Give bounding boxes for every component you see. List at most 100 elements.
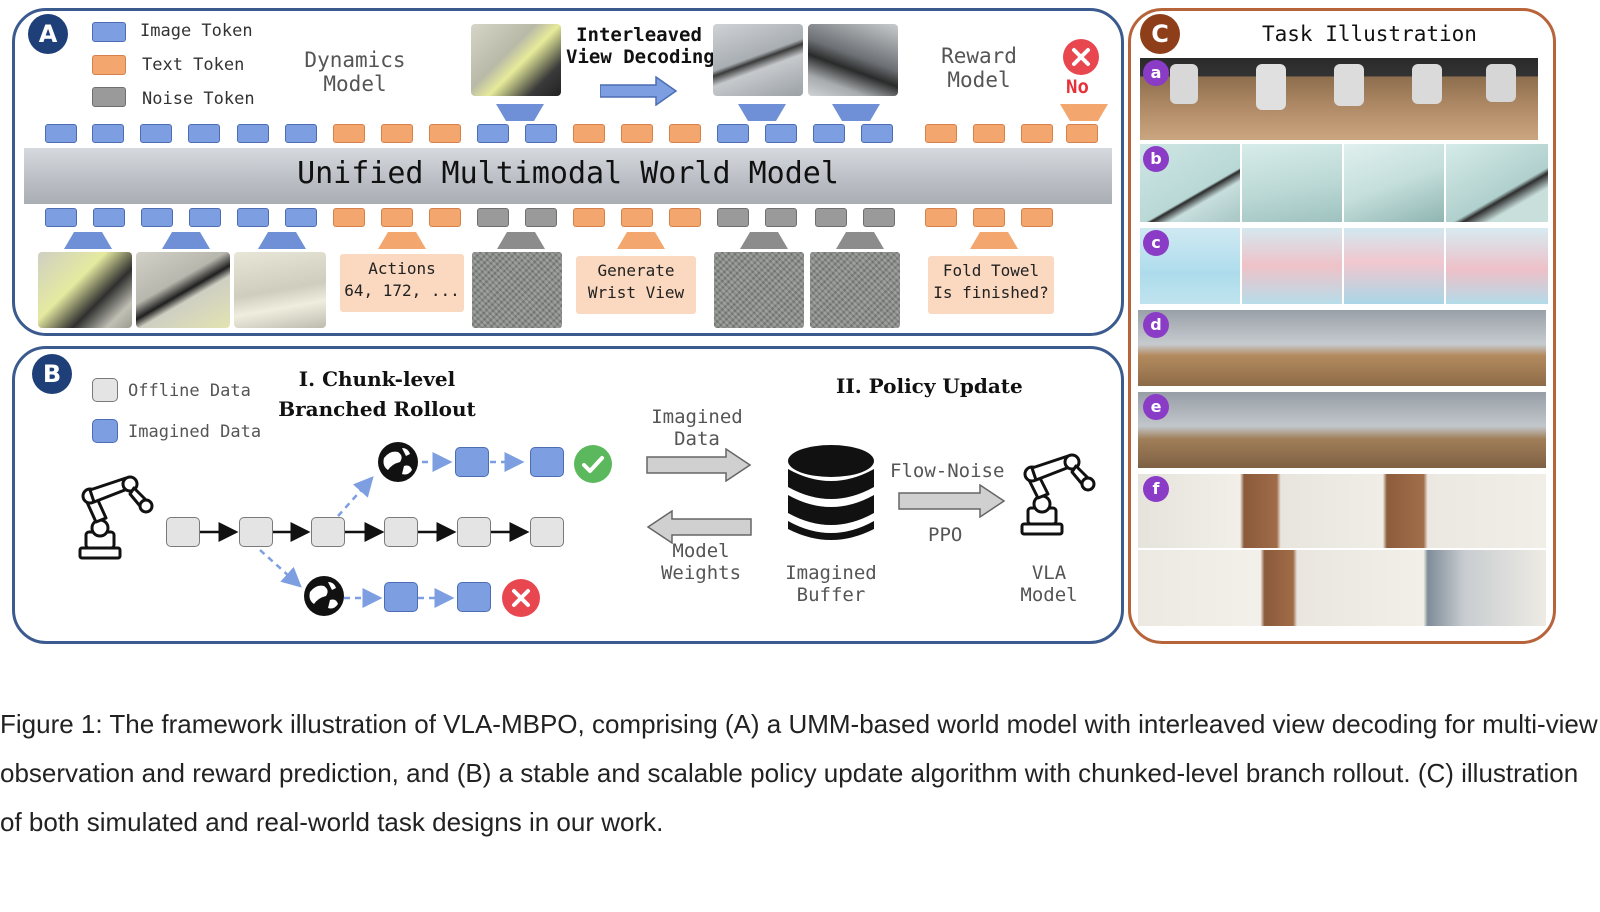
noise-image-3 <box>810 252 900 328</box>
task-letter-c: c <box>1143 230 1169 256</box>
token <box>861 124 893 143</box>
no-label: No <box>1066 76 1089 98</box>
decode-trap-1 <box>496 104 544 121</box>
token <box>573 208 605 227</box>
task-frame <box>1344 144 1444 222</box>
wrist-view-photo-top <box>471 24 561 96</box>
success-check-icon <box>574 445 612 483</box>
legend-text-token-swatch <box>92 55 126 75</box>
legend-image-token-swatch <box>92 22 126 42</box>
encode-trap <box>970 232 1018 249</box>
input-photo-1 <box>38 252 132 328</box>
token <box>477 208 509 227</box>
token <box>188 124 220 143</box>
input-photo-2 <box>136 252 230 328</box>
token <box>1021 208 1053 227</box>
token <box>237 208 269 227</box>
generate-box: Generate Wrist View <box>576 256 696 314</box>
policy-title: II. Policy Update <box>836 374 1023 398</box>
decode-trap-3 <box>832 104 880 121</box>
panel-b-badge: B <box>32 354 72 394</box>
encode-trap <box>258 232 306 249</box>
token <box>141 208 173 227</box>
task-letter-f: f <box>1143 476 1169 502</box>
panel-c-badge: C <box>1140 14 1180 54</box>
rollout-node-imagined <box>455 447 489 477</box>
legend-noise-token-label: Noise Token <box>142 89 255 109</box>
token <box>1021 124 1053 143</box>
task-frame <box>1242 228 1342 304</box>
encode-trap <box>836 232 884 249</box>
vla-robot-arm-icon <box>1020 453 1096 536</box>
flow-noise-label: Flow-Noise <box>890 460 1005 482</box>
token <box>45 208 77 227</box>
decode-trap-4 <box>1060 104 1108 121</box>
token <box>765 208 797 227</box>
token <box>237 124 269 143</box>
task-frame <box>1344 228 1444 304</box>
interleaved-arrow <box>600 76 678 106</box>
legend-offline-label: Offline Data <box>128 381 251 401</box>
rollout-node <box>457 517 491 547</box>
token <box>93 208 125 227</box>
task-frame-arm <box>1170 64 1198 104</box>
token <box>1066 124 1098 143</box>
rollout-node-imagined <box>384 582 418 612</box>
imagined-data-arrow <box>646 448 752 482</box>
model-weights-label: Model Weights <box>660 540 742 584</box>
token <box>573 124 605 143</box>
token <box>189 208 221 227</box>
task-frame-arm <box>1412 64 1442 104</box>
token <box>45 124 77 143</box>
task-frame <box>1138 474 1546 548</box>
globe-icon <box>304 576 344 616</box>
rollout-node <box>239 517 273 547</box>
task-frame <box>1138 392 1546 468</box>
legend-noise-token-swatch <box>92 87 126 107</box>
input-photo-3 <box>234 252 326 328</box>
rollout-node-imagined <box>530 447 564 477</box>
task-frame-arm <box>1256 64 1286 110</box>
token <box>333 124 365 143</box>
task-frame <box>1242 144 1342 222</box>
encode-trap <box>740 232 788 249</box>
token <box>717 208 749 227</box>
generated-view-photo-1 <box>713 24 803 96</box>
no-x-icon <box>1063 39 1099 75</box>
actions-box: Actions 64, 172, ... <box>340 254 464 312</box>
task-frame-arm <box>1486 64 1516 102</box>
token <box>285 124 317 143</box>
task-frame <box>1446 144 1548 222</box>
umm-title: Unified Multimodal World Model <box>297 156 839 191</box>
token <box>717 124 749 143</box>
token <box>621 124 653 143</box>
token <box>815 208 847 227</box>
token <box>813 124 845 143</box>
token <box>429 208 461 227</box>
dynamics-model-label: Dynamics Model <box>304 48 406 96</box>
token <box>765 124 797 143</box>
encode-trap <box>497 232 545 249</box>
token <box>381 124 413 143</box>
task-letter-e: e <box>1143 394 1169 420</box>
interleaved-label: Interleaved View Decoding <box>566 24 715 68</box>
rollout-title: I. Chunk-level Branched Rollout <box>278 367 476 421</box>
imagined-data-label: Imagined Data <box>651 406 743 450</box>
token <box>621 208 653 227</box>
rollout-node <box>166 517 200 547</box>
robot-arm-icon <box>78 475 154 560</box>
token <box>333 208 365 227</box>
policy-arrow <box>898 484 1006 518</box>
task-illustration-title: Task Illustration <box>1262 22 1477 46</box>
task-letter-a: a <box>1143 60 1169 86</box>
task-letter-b: b <box>1143 146 1169 172</box>
task-frame <box>1446 228 1548 304</box>
token <box>669 208 701 227</box>
rollout-graph <box>200 452 530 608</box>
figure-caption: Figure 1: The framework illustration of … <box>0 709 1598 837</box>
model-weights-arrow <box>646 510 752 544</box>
token <box>973 208 1005 227</box>
encode-trap <box>617 232 665 249</box>
globe-icon <box>378 442 418 482</box>
token <box>669 124 701 143</box>
